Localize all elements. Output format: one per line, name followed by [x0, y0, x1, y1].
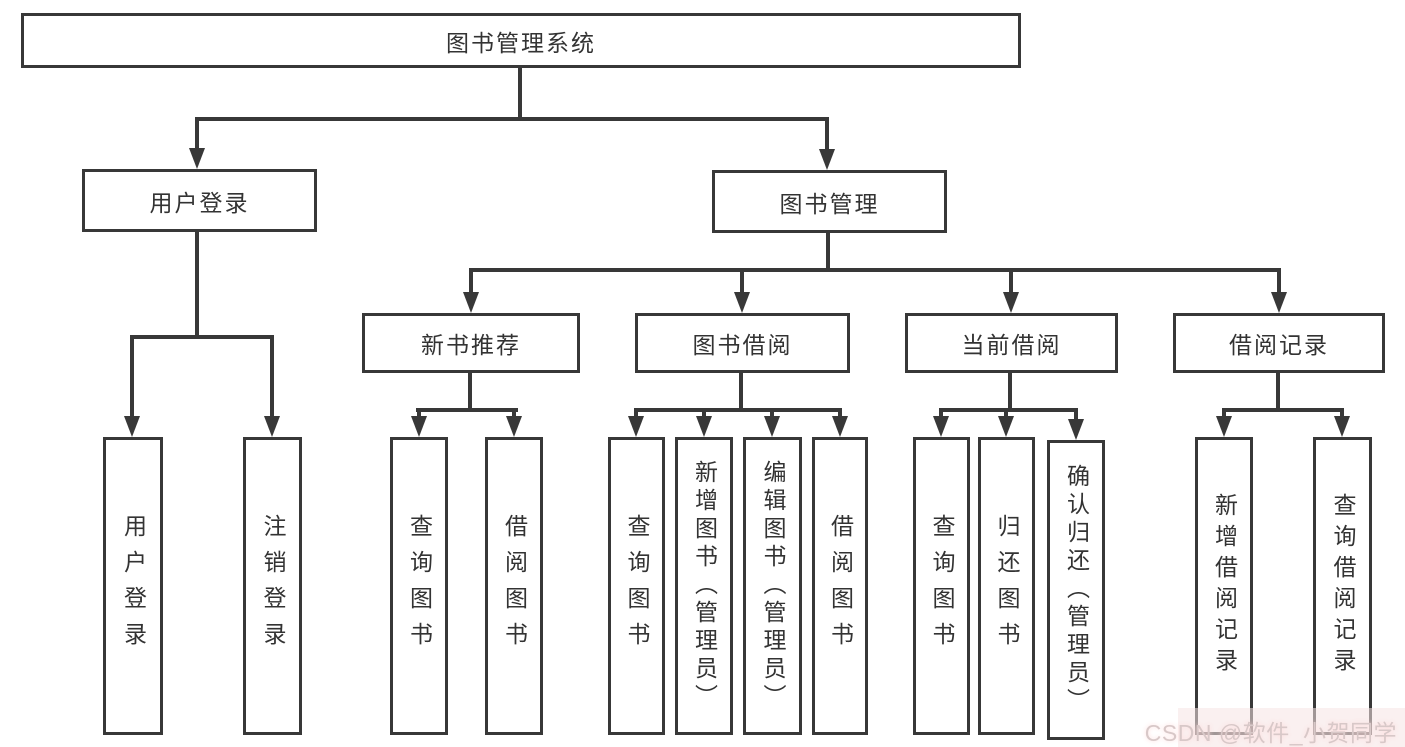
connector-drop-cb-query	[939, 408, 943, 418]
node-label: 注销登录	[260, 514, 286, 658]
arrowhead-icon	[1216, 416, 1232, 437]
node-label: 当前借阅	[961, 332, 1062, 358]
connector-bb-stem	[739, 373, 743, 408]
node-new-book-recommend: 新书推荐	[362, 313, 580, 373]
connector-drop-nb-query	[417, 408, 421, 418]
connector-drop-cb-confirm	[1074, 408, 1078, 421]
node-bb-edit-book-admin: 编辑图书（管理员）	[743, 437, 802, 735]
connector-nb-stem	[468, 373, 472, 408]
node-br-add-record: 新增借阅记录	[1195, 437, 1253, 735]
arrowhead-icon	[1271, 292, 1287, 313]
node-label: 借阅图书	[501, 514, 528, 658]
arrowhead-icon	[933, 416, 949, 437]
connector-bb-rail	[634, 408, 842, 412]
node-br-query-record: 查询借阅记录	[1313, 437, 1372, 735]
arrowhead-icon	[1068, 419, 1084, 440]
node-label: 编辑图书（管理员）	[760, 460, 786, 712]
node-label: 图书借阅	[692, 332, 793, 358]
node-label: 用户登录	[120, 514, 147, 658]
arrowhead-icon	[1334, 416, 1350, 437]
arrowhead-icon	[463, 292, 479, 313]
connector-root-stem	[518, 68, 522, 117]
node-bb-query-book: 查询图书	[608, 437, 665, 735]
node-cb-query-book: 查询图书	[913, 437, 970, 735]
connector-drop-logout	[270, 335, 274, 418]
connector-drop-current-borrow	[1009, 268, 1013, 294]
connector-drop-new-book-recommend	[469, 268, 473, 294]
connector-drop-bb-edit	[770, 408, 774, 418]
node-label: 查询图书	[929, 514, 955, 658]
connector-drop-login	[130, 335, 134, 418]
connector-drop-nb-borrow	[512, 408, 516, 418]
connector-user-login-rail	[130, 335, 274, 339]
arrowhead-icon	[411, 416, 427, 437]
node-current-borrow: 当前借阅	[905, 313, 1118, 373]
node-label: 新增借阅记录	[1211, 493, 1238, 679]
watermark: CSDN @软件_小贺同学	[1144, 720, 1397, 746]
connector-drop-bb-borrow	[838, 408, 842, 418]
arrowhead-icon	[189, 148, 205, 169]
connector-br-stem	[1276, 373, 1280, 408]
arrowhead-icon	[628, 416, 644, 437]
arrowhead-icon	[696, 416, 712, 437]
node-logout: 注销登录	[243, 437, 302, 735]
connector-drop-br-add	[1222, 408, 1226, 418]
node-label: 新书推荐	[421, 332, 521, 358]
connector-drop-bb-query	[634, 408, 638, 418]
watermark-background	[1178, 708, 1405, 747]
node-label: 新增图书（管理员）	[691, 460, 718, 712]
arrowhead-icon	[819, 149, 835, 170]
node-label: 借阅记录	[1229, 332, 1329, 358]
node-label: 借阅图书	[827, 514, 854, 658]
connector-user-login-stem	[195, 232, 199, 335]
node-label: 用户登录	[149, 189, 250, 216]
connector-drop-bb-add	[702, 408, 706, 418]
connector-cb-rail	[939, 408, 1078, 412]
arrowhead-icon	[264, 416, 280, 437]
node-book-borrow: 图书借阅	[635, 313, 850, 373]
connector-drop-user-login	[195, 117, 199, 150]
node-label: 查询图书	[624, 514, 650, 658]
connector-nb-rail	[416, 408, 518, 412]
arrowhead-icon	[832, 416, 848, 437]
node-user-login-leaf: 用户登录	[103, 437, 163, 735]
node-nb-query-book: 查询图书	[390, 437, 448, 735]
connector-drop-book-borrow	[740, 268, 744, 294]
connector-drop-cb-return	[1004, 408, 1008, 418]
node-bb-add-book-admin: 新增图书（管理员）	[675, 437, 733, 735]
node-label: 查询图书	[406, 514, 433, 658]
node-label: 图书管理	[779, 190, 880, 217]
connector-cb-stem	[1008, 373, 1012, 408]
node-label: 图书管理系统	[446, 29, 596, 56]
connector-book-management-stem	[826, 233, 830, 268]
node-borrow-record: 借阅记录	[1173, 313, 1385, 373]
node-book-management: 图书管理	[712, 170, 947, 233]
arrowhead-icon	[998, 416, 1014, 437]
node-bb-borrow-book: 借阅图书	[812, 437, 868, 735]
connector-level3-rail	[469, 268, 1281, 272]
node-library-management-system: 图书管理系统	[21, 13, 1021, 68]
connector-br-rail	[1222, 408, 1344, 412]
connector-drop-book-management	[825, 117, 829, 150]
arrowhead-icon	[506, 416, 522, 437]
node-label: 查询借阅记录	[1330, 493, 1356, 679]
connector-drop-br-query	[1340, 408, 1344, 418]
arrowhead-icon	[124, 416, 140, 437]
node-label: 确认归还（管理员）	[1063, 464, 1090, 716]
connector-drop-borrow-record	[1277, 268, 1281, 294]
node-cb-confirm-return-admin: 确认归还（管理员）	[1047, 440, 1105, 740]
arrowhead-icon	[1003, 292, 1019, 313]
arrowhead-icon	[734, 292, 750, 313]
node-label: 归还图书	[994, 514, 1020, 658]
node-user-login: 用户登录	[82, 169, 317, 232]
node-cb-return-book: 归还图书	[978, 437, 1035, 735]
connector-level1-rail	[195, 117, 829, 121]
arrowhead-icon	[764, 416, 780, 437]
node-nb-borrow-book: 借阅图书	[485, 437, 543, 735]
